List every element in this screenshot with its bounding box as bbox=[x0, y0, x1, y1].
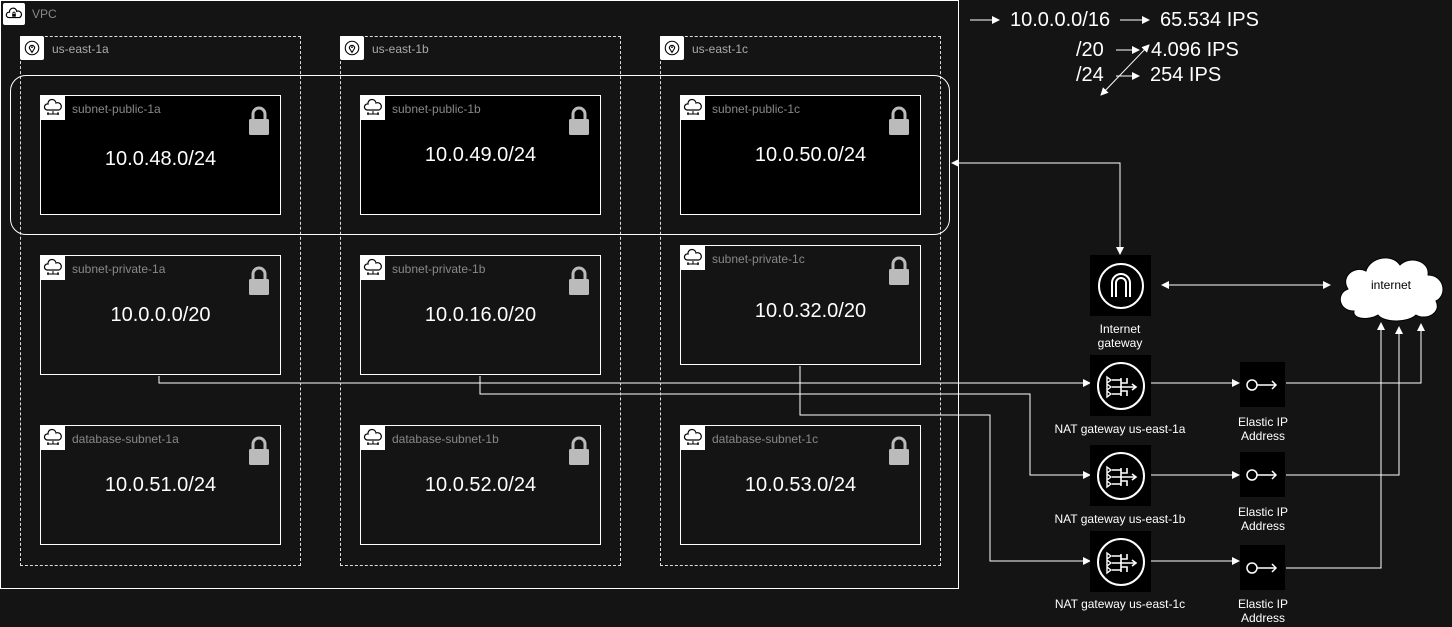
nat-gateway-us-east-1b[interactable] bbox=[1090, 445, 1151, 506]
internet-gateway[interactable] bbox=[1090, 255, 1151, 316]
az-label: us-east-1c bbox=[692, 42, 749, 56]
subnet-cloud-icon bbox=[681, 96, 705, 120]
nat-gateway-us-east-1c[interactable] bbox=[1090, 531, 1151, 592]
az-us-east-1a bbox=[20, 36, 301, 566]
connector-eip-1a-to-internet bbox=[1286, 323, 1425, 384]
subnet-name: database-subnet-1a bbox=[72, 432, 179, 446]
public-subnet-group bbox=[10, 75, 950, 235]
az-label: us-east-1b bbox=[372, 42, 429, 56]
connector-public-to-igw bbox=[951, 159, 1124, 255]
legend-cidr-ips: 65.534 IPS bbox=[1160, 9, 1259, 31]
subnet-name: database-subnet-1b bbox=[392, 432, 499, 446]
legend-prefix20: /20 bbox=[1076, 39, 1104, 61]
database-subnet-1b[interactable]: database-subnet-1b 10.0.52.0/24 bbox=[360, 425, 601, 545]
subnet-private-1b[interactable]: subnet-private-1b 10.0.16.0/20 bbox=[360, 255, 601, 375]
nat-gateway-us-east-1a[interactable] bbox=[1090, 355, 1151, 416]
subnet-cidr: 10.0.48.0/24 bbox=[104, 148, 217, 170]
connector-private-1b-to-nat bbox=[479, 376, 1091, 479]
subnet-cidr: 10.0.50.0/24 bbox=[754, 144, 867, 166]
subnet-cidr: 10.0.53.0/24 bbox=[744, 474, 857, 496]
subnet-cidr: 10.0.32.0/20 bbox=[754, 300, 867, 322]
lock-icon bbox=[249, 436, 269, 465]
lock-icon bbox=[249, 106, 269, 135]
nat-gateway-icon bbox=[1096, 361, 1145, 410]
database-subnet-1a[interactable]: database-subnet-1a 10.0.51.0/24 bbox=[40, 425, 281, 545]
location-pin-icon bbox=[340, 36, 364, 60]
internet-cloud-icon[interactable] bbox=[1334, 251, 1448, 323]
legend-arrow-diagonal bbox=[1100, 44, 1150, 96]
az-label: us-east-1a bbox=[52, 42, 109, 56]
az-us-east-1c bbox=[660, 36, 941, 566]
vpc-cloud-lock-icon bbox=[3, 3, 25, 25]
subnet-cloud-icon bbox=[361, 96, 385, 120]
internet-label: internet bbox=[1370, 278, 1412, 292]
subnet-cloud-icon bbox=[41, 426, 65, 450]
nat-gateway-icon bbox=[1096, 537, 1145, 586]
vpc-container bbox=[0, 0, 959, 589]
subnet-name: subnet-private-1a bbox=[72, 262, 166, 276]
subnet-name: subnet-public-1c bbox=[712, 102, 801, 116]
internet-gateway-icon bbox=[1097, 262, 1144, 309]
subnet-public-1a[interactable]: subnet-public-1a 10.0.48.0/24 bbox=[40, 95, 281, 215]
subnet-cidr: 10.0.49.0/24 bbox=[424, 144, 537, 166]
elastic-ip-1a[interactable] bbox=[1240, 362, 1285, 407]
nat-gateway-label: NAT gateway us-east-1b bbox=[1054, 512, 1186, 526]
subnet-name: subnet-private-1c bbox=[712, 252, 805, 266]
subnet-cidr: 10.0.0.0/20 bbox=[110, 304, 211, 326]
nat-gateway-label: NAT gateway us-east-1c bbox=[1054, 597, 1186, 611]
elastic-ip-1b[interactable] bbox=[1240, 452, 1285, 497]
nat-gateway-icon bbox=[1096, 451, 1145, 500]
subnet-cidr: 10.0.16.0/20 bbox=[424, 304, 537, 326]
nat-gateway-label: NAT gateway us-east-1a bbox=[1054, 422, 1186, 436]
subnet-cloud-icon bbox=[681, 246, 705, 270]
subnet-public-1b[interactable]: subnet-public-1b 10.0.49.0/24 bbox=[360, 95, 601, 215]
subnet-private-1a[interactable]: subnet-private-1a 10.0.0.0/20 bbox=[40, 255, 281, 375]
lock-icon bbox=[249, 266, 269, 295]
lock-icon bbox=[889, 256, 909, 285]
subnet-cidr: 10.0.52.0/24 bbox=[424, 474, 537, 496]
lock-icon bbox=[569, 106, 589, 135]
subnet-cloud-icon bbox=[681, 426, 705, 450]
elastic-ip-icon bbox=[1245, 378, 1277, 391]
lock-icon bbox=[569, 266, 589, 295]
legend-prefix24-ips: 254 IPS bbox=[1150, 64, 1222, 86]
connector-private-1a-to-nat bbox=[158, 376, 1091, 387]
subnet-name: database-subnet-1c bbox=[712, 432, 819, 446]
elastic-ip-icon bbox=[1245, 468, 1277, 481]
subnet-name: subnet-private-1b bbox=[392, 262, 486, 276]
elastic-ip-1c[interactable] bbox=[1240, 545, 1285, 590]
connector-private-1c-to-nat bbox=[799, 366, 1091, 565]
subnet-name: subnet-public-1a bbox=[72, 102, 161, 116]
location-pin-icon bbox=[660, 36, 684, 60]
subnet-cloud-icon bbox=[361, 426, 385, 450]
subnet-cloud-icon bbox=[361, 256, 385, 280]
database-subnet-1c[interactable]: database-subnet-1c 10.0.53.0/24 bbox=[680, 425, 921, 545]
subnet-public-1c[interactable]: subnet-public-1c 10.0.50.0/24 bbox=[680, 95, 921, 215]
subnet-cidr: 10.0.51.0/24 bbox=[104, 474, 217, 496]
vpc-label: VPC bbox=[32, 7, 57, 21]
lock-icon bbox=[569, 436, 589, 465]
lock-icon bbox=[889, 436, 909, 465]
legend-cidr: 10.0.0.0/16 bbox=[1010, 9, 1111, 31]
legend-prefix20-ips: 4.096 IPS bbox=[1151, 39, 1239, 61]
connector-eip-1b-to-internet bbox=[1286, 326, 1403, 476]
connector-eip-1c-to-internet bbox=[1286, 322, 1385, 569]
subnet-cloud-icon bbox=[41, 256, 65, 280]
subnet-private-1c[interactable]: subnet-private-1c 10.0.32.0/20 bbox=[680, 245, 921, 365]
elastic-ip-icon bbox=[1245, 561, 1277, 574]
subnet-cloud-icon bbox=[41, 96, 65, 120]
subnet-name: subnet-public-1b bbox=[392, 102, 481, 116]
az-us-east-1b bbox=[340, 36, 621, 566]
lock-icon bbox=[889, 106, 909, 135]
legend-prefix24: /24 bbox=[1076, 64, 1104, 86]
location-pin-icon bbox=[20, 36, 44, 60]
